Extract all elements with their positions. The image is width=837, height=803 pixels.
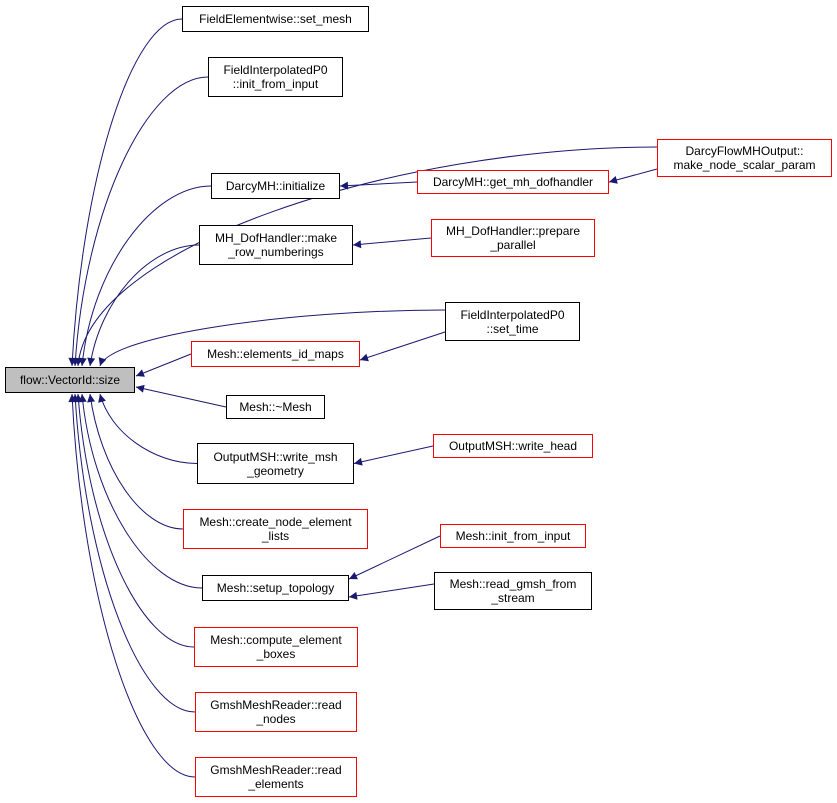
node-label-line: Mesh::compute_element — [210, 633, 342, 647]
graph-node-gmsh-read-nodes[interactable]: GmshMeshReader::read_nodes — [195, 692, 357, 732]
node-label-line: _parallel — [490, 238, 536, 252]
edge-mesh-setup-topo-to-root — [78, 393, 203, 589]
graph-node-mhdof-make-row[interactable]: MH_DofHandler::make_row_numberings — [199, 225, 353, 265]
graph-node-fe-set-mesh[interactable]: FieldElementwise::set_mesh — [182, 6, 369, 32]
edge-mesh-init-input-to-mesh-setup-topo — [348, 535, 441, 580]
node-label-line: ::init_from_input — [232, 77, 319, 91]
edge-fip0-set-time-to-root — [98, 309, 446, 367]
edge-fip0-init-to-root — [71, 76, 209, 367]
node-label-line: Mesh::init_from_input — [455, 529, 571, 543]
edge-mhdof-prepare-par-to-mhdof-make-row — [352, 237, 432, 249]
node-label-line: _lists — [261, 529, 290, 543]
edge-darcy-get-dofh-to-darcy-init — [339, 181, 418, 190]
graph-node-dfmho-make-node[interactable]: DarcyFlowMHOutput::make_node_scalar_para… — [657, 139, 832, 177]
node-label-line: Mesh::setup_topology — [216, 581, 335, 595]
graph-node-darcy-get-dofh[interactable]: DarcyMH::get_mh_dofhandler — [417, 170, 609, 194]
edge-omsh-write-head-to-omsh-write-geom — [353, 445, 434, 466]
node-label-line: DarcyFlowMHOutput:: — [685, 144, 804, 158]
edge-mesh-dtor-to-root — [135, 384, 227, 408]
graph-node-darcy-init[interactable]: DarcyMH::initialize — [211, 173, 340, 199]
edge-gmsh-read-elements-to-root — [68, 393, 196, 778]
node-label-line: _row_numberings — [228, 245, 324, 259]
node-label-line: make_node_scalar_param — [673, 158, 816, 172]
graph-node-mesh-read-gmsh[interactable]: Mesh::read_gmsh_from_stream — [434, 572, 592, 610]
node-label-line: OutputMSH::write_msh — [213, 449, 338, 464]
graph-node-root[interactable]: flow::VectorId::size — [5, 367, 135, 393]
node-label-line: _nodes — [256, 712, 296, 726]
graph-node-fip0-init[interactable]: FieldInterpolatedP0::init_from_input — [208, 57, 343, 97]
node-label-line: DarcyMH::get_mh_dofhandler — [432, 175, 594, 189]
node-label-line: OutputMSH::write_head — [448, 439, 578, 453]
graph-node-omsh-write-head[interactable]: OutputMSH::write_head — [433, 434, 593, 458]
node-label-line: flow::VectorId::size — [19, 373, 121, 387]
node-label-line: Mesh::read_gmsh_from — [449, 577, 577, 591]
node-label-line: DarcyMH::initialize — [225, 179, 326, 193]
node-label-line: GmshMeshReader::read — [210, 763, 342, 777]
node-label-line: _elements — [248, 777, 304, 791]
edge-dfmho-make-node-to-root — [74, 146, 658, 367]
node-label-line: FieldElementwise::set_mesh — [199, 12, 352, 26]
graph-node-mesh-setup-topo[interactable]: Mesh::setup_topology — [202, 575, 349, 601]
edge-omsh-write-geom-to-root — [98, 393, 198, 464]
node-label-line: _geometry — [247, 463, 304, 478]
graph-node-mesh-create-lists[interactable]: Mesh::create_node_element_lists — [183, 509, 368, 549]
node-label-line: FieldInterpolatedP0 — [223, 63, 328, 77]
node-label-line: Mesh::~Mesh — [239, 400, 312, 414]
graph-node-mesh-elem-id-maps[interactable]: Mesh::elements_id_maps — [191, 341, 360, 367]
graph-node-mesh-compute-boxes[interactable]: Mesh::compute_element_boxes — [194, 627, 358, 667]
node-label-line: _stream — [491, 591, 535, 605]
edge-darcy-init-to-root — [78, 185, 212, 367]
edge-mesh-compute-boxes-to-root — [74, 393, 195, 648]
node-label-line: MH_DofHandler::make — [214, 231, 338, 245]
node-label-line: Mesh::elements_id_maps — [207, 347, 344, 361]
graph-node-mesh-init-input[interactable]: Mesh::init_from_input — [440, 524, 586, 548]
edge-fip0-set-time-to-mesh-elem-id-maps — [359, 331, 446, 362]
graph-node-omsh-write-geom[interactable]: OutputMSH::write_msh_geometry — [197, 443, 354, 484]
edge-fe-set-mesh-to-root — [68, 18, 183, 367]
node-label-line: Mesh::create_node_element — [199, 515, 352, 529]
edge-mhdof-make-row-to-root — [87, 244, 200, 367]
edge-dfmho-make-node-to-darcy-get-dofh — [608, 168, 658, 184]
graph-node-mhdof-prepare-par[interactable]: MH_DofHandler::prepare_parallel — [431, 219, 595, 257]
edge-mesh-create-lists-to-root — [87, 393, 184, 530]
graph-node-fip0-set-time[interactable]: FieldInterpolatedP0::set_time — [445, 302, 580, 341]
node-label-line: _boxes — [256, 647, 296, 661]
edge-mesh-elem-id-maps-to-root — [135, 353, 192, 377]
node-label-line: MH_DofHandler::prepare — [445, 224, 581, 238]
node-label-line: GmshMeshReader::read — [210, 698, 342, 712]
graph-node-gmsh-read-elements[interactable]: GmshMeshReader::read_elements — [195, 757, 357, 797]
node-label-line: ::set_time — [486, 321, 539, 336]
node-label-line: FieldInterpolatedP0 — [460, 307, 565, 322]
edge-mesh-read-gmsh-to-mesh-setup-topo — [348, 583, 435, 600]
graph-node-mesh-dtor[interactable]: Mesh::~Mesh — [226, 395, 325, 419]
edge-gmsh-read-nodes-to-root — [71, 393, 196, 713]
